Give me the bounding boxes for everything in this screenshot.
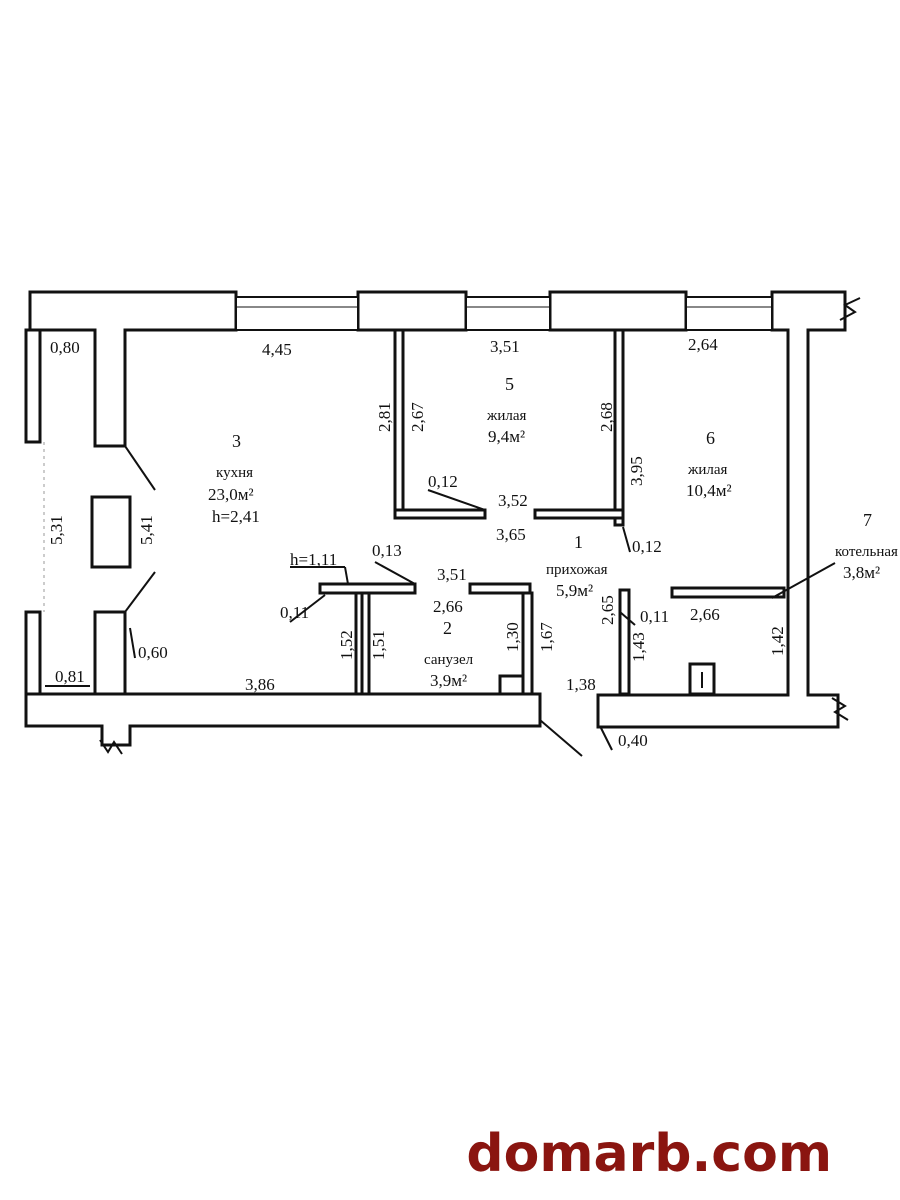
top-wall-pier-1 xyxy=(356,290,468,332)
dim-2-81: 2,81 xyxy=(375,402,394,432)
room-living-6-area: 10,4м² xyxy=(686,481,732,500)
dim-3-51-mid: 3,51 xyxy=(437,565,467,584)
room-labels: 3 кухня 23,0м² h=2,41 5 жилая 9,4м² 6 жи… xyxy=(208,374,898,690)
top-wall-right xyxy=(596,290,847,729)
left-wall-upper xyxy=(24,328,42,444)
dim-2-65: 2,65 xyxy=(598,595,617,625)
room-kitchen: 3 кухня 23,0м² h=2,41 xyxy=(208,431,260,526)
dim-2-68: 2,68 xyxy=(597,402,616,432)
room-bathroom-number: 2 xyxy=(443,618,452,638)
room-hall-number: 1 xyxy=(574,532,583,552)
dim-0-80: 0,80 xyxy=(50,338,80,357)
room-living-5-name: жилая xyxy=(486,408,527,424)
dim-1-30: 1,30 xyxy=(503,622,522,652)
room-kitchen-height: h=2,41 xyxy=(212,507,260,526)
partition-bath-top-right xyxy=(468,582,532,595)
dim-3-52: 3,52 xyxy=(498,491,528,510)
dim-0-60: 0,60 xyxy=(138,643,168,662)
dim-h-1-11: h=1,11 xyxy=(290,550,337,569)
dim-1-38: 1,38 xyxy=(566,675,596,694)
window-3 xyxy=(685,296,773,331)
partition-room5-left xyxy=(393,328,405,520)
dim-3-51-top: 3,51 xyxy=(490,337,520,356)
dim-3-95: 3,95 xyxy=(627,456,646,486)
room-bathroom-name: санузел xyxy=(424,652,474,668)
dim-3-86: 3,86 xyxy=(245,675,275,694)
bottom-wall-left xyxy=(24,692,542,747)
interior-walls xyxy=(45,328,836,751)
top-wall-pier-2 xyxy=(548,290,688,332)
room-boiler-area: 3,8м² xyxy=(843,563,880,582)
room-living-6-name: жилая xyxy=(687,462,728,478)
partition-bath-left-inner xyxy=(360,591,371,696)
dim-5-31: 5,31 xyxy=(47,515,66,545)
chimney-block xyxy=(90,495,132,569)
top-wall-left xyxy=(28,290,238,448)
room-boiler-number: 7 xyxy=(863,510,872,530)
room-living-6-number: 6 xyxy=(706,428,715,448)
dim-1-43: 1,43 xyxy=(629,632,648,662)
room-living-5-area: 9,4м² xyxy=(488,427,525,446)
dim-0-13: 0,13 xyxy=(372,541,402,560)
room-kitchen-name: кухня xyxy=(216,465,253,481)
dim-0-81: 0,81 xyxy=(55,667,85,686)
dim-0-11-a: 0,11 xyxy=(280,603,309,622)
window-1 xyxy=(235,296,359,331)
partition-bath-right xyxy=(521,591,534,696)
room-living-5-number: 5 xyxy=(505,374,514,394)
partition-room6-bottom xyxy=(670,586,786,599)
room-living-6: 6 жилая 10,4м² xyxy=(686,428,732,500)
dim-1-52: 1,52 xyxy=(337,630,356,660)
partition-room5-bottom-left xyxy=(393,508,487,520)
room-boiler: 7 котельная 3,8м² xyxy=(835,510,898,582)
dim-2-64: 2,64 xyxy=(688,335,718,354)
dim-0-11-b: 0,11 xyxy=(640,607,669,626)
partition-room5-bottom-right xyxy=(533,508,625,520)
room-hall-area: 5,9м² xyxy=(556,581,593,600)
dim-0-40: 0,40 xyxy=(618,731,648,750)
room-hall: 1 прихожая 5,9м² xyxy=(546,532,608,600)
room-kitchen-area: 23,0м² xyxy=(208,485,254,504)
pier-lower-left xyxy=(93,610,127,696)
dim-1-51: 1,51 xyxy=(369,630,388,660)
bath-shaft xyxy=(498,674,525,696)
partition-hall-right xyxy=(618,588,631,696)
dimension-labels: 0,80 4,45 3,51 2,64 5,31 5,41 2,81 2,67 … xyxy=(47,335,787,750)
dim-1-67: 1,67 xyxy=(537,622,556,652)
exterior-walls xyxy=(24,290,861,757)
room-kitchen-number: 3 xyxy=(232,431,241,451)
room-living-5: 5 жилая 9,4м² xyxy=(486,374,527,446)
watermark-logo: domarb.com xyxy=(466,1124,832,1184)
dim-1-42: 1,42 xyxy=(768,626,787,656)
dim-2-67: 2,67 xyxy=(408,402,427,432)
dim-0-12-b: 0,12 xyxy=(632,537,662,556)
room-bathroom: 2 санузел 3,9м² xyxy=(424,618,474,690)
room-bathroom-area: 3,9м² xyxy=(430,671,467,690)
dim-5-41: 5,41 xyxy=(137,515,156,545)
room-hall-name: прихожая xyxy=(546,562,608,578)
dim-2-66-b: 2,66 xyxy=(690,605,720,624)
dim-0-12-a: 0,12 xyxy=(428,472,458,491)
partition-room5-right xyxy=(613,328,625,527)
window-2 xyxy=(465,296,551,331)
dim-4-45: 4,45 xyxy=(262,340,292,359)
dim-3-65: 3,65 xyxy=(496,525,526,544)
room-boiler-name: котельная xyxy=(835,544,898,560)
left-wall-lower xyxy=(24,610,42,696)
dim-2-66-a: 2,66 xyxy=(433,597,463,616)
